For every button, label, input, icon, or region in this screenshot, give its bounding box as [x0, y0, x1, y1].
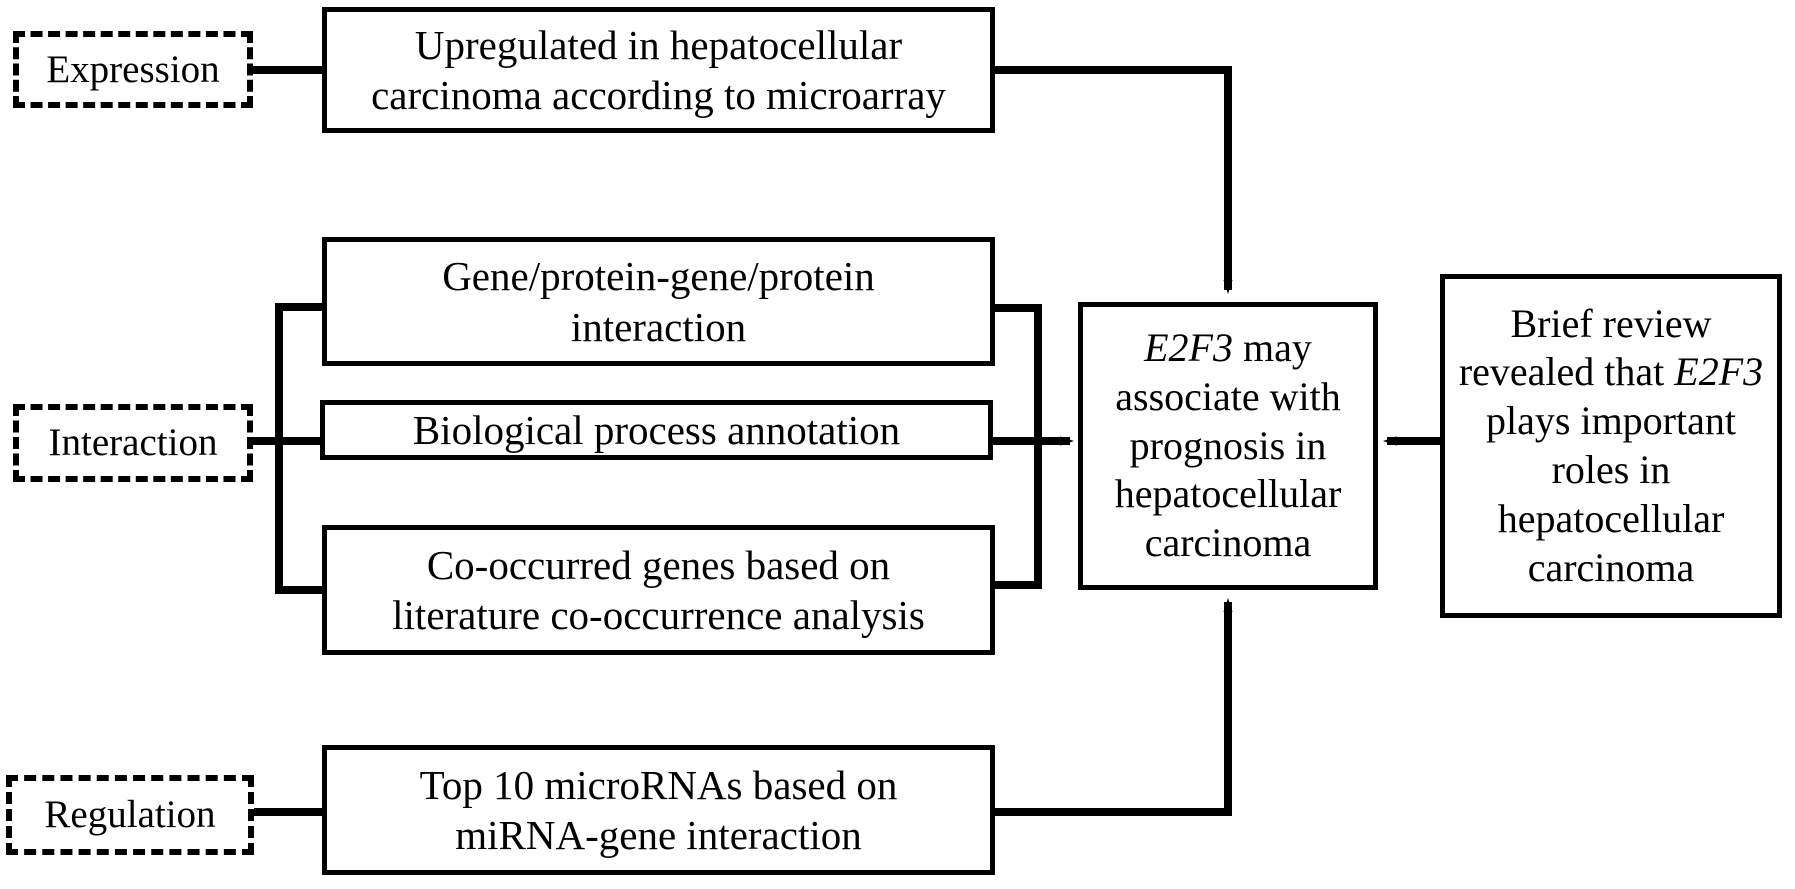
category-label-regulation: Regulation — [6, 775, 254, 855]
review-gene-name: E2F3 — [1674, 349, 1764, 395]
category-label-expression: Expression — [13, 31, 253, 108]
evidence-box-biological-process: Biological process annotation — [320, 400, 993, 460]
evidence-box-co-occurrence-text: Co-occurred genes based on literature co… — [392, 541, 925, 638]
review-box-text: Brief review revealed that E2F3 plays im… — [1445, 300, 1777, 593]
review-after-gene-text: plays important roles in hepatocellular … — [1486, 398, 1736, 590]
category-label-interaction: Interaction — [13, 404, 253, 482]
evidence-box-gene-protein-interaction: Gene/protein-gene/protein interaction — [322, 237, 995, 366]
conclusion-rest-text: may associate with prognosis in hepatoce… — [1114, 325, 1342, 566]
conclusion-box: E2F3 may associate with prognosis in hep… — [1078, 302, 1378, 590]
category-label-expression-text: Expression — [46, 47, 220, 91]
evidence-box-co-occurrence: Co-occurred genes based on literature co… — [322, 525, 995, 655]
evidence-box-expression: Upregulated in hepatocellular carcinoma … — [322, 7, 995, 133]
review-box: Brief review revealed that E2F3 plays im… — [1440, 274, 1782, 618]
evidence-box-micrornas: Top 10 microRNAs based on miRNA-gene int… — [322, 745, 995, 875]
evidence-box-expression-text: Upregulated in hepatocellular carcinoma … — [371, 21, 946, 118]
category-label-regulation-text: Regulation — [44, 793, 216, 837]
conclusion-gene-name: E2F3 — [1144, 325, 1233, 370]
connector-expression-to-conclusion — [992, 66, 1233, 294]
evidence-box-gene-protein-interaction-text: Gene/protein-gene/protein interaction — [442, 253, 875, 350]
conclusion-box-text: E2F3 may associate with prognosis in hep… — [1083, 324, 1373, 568]
evidence-box-micrornas-text: Top 10 microRNAs based on miRNA-gene int… — [419, 761, 898, 858]
connector-mirna-to-conclusion — [992, 598, 1233, 816]
evidence-box-biological-process-text: Biological process annotation — [412, 407, 901, 453]
review-before-gene-text: Brief review revealed that — [1458, 300, 1712, 395]
category-label-interaction-text: Interaction — [48, 421, 218, 465]
